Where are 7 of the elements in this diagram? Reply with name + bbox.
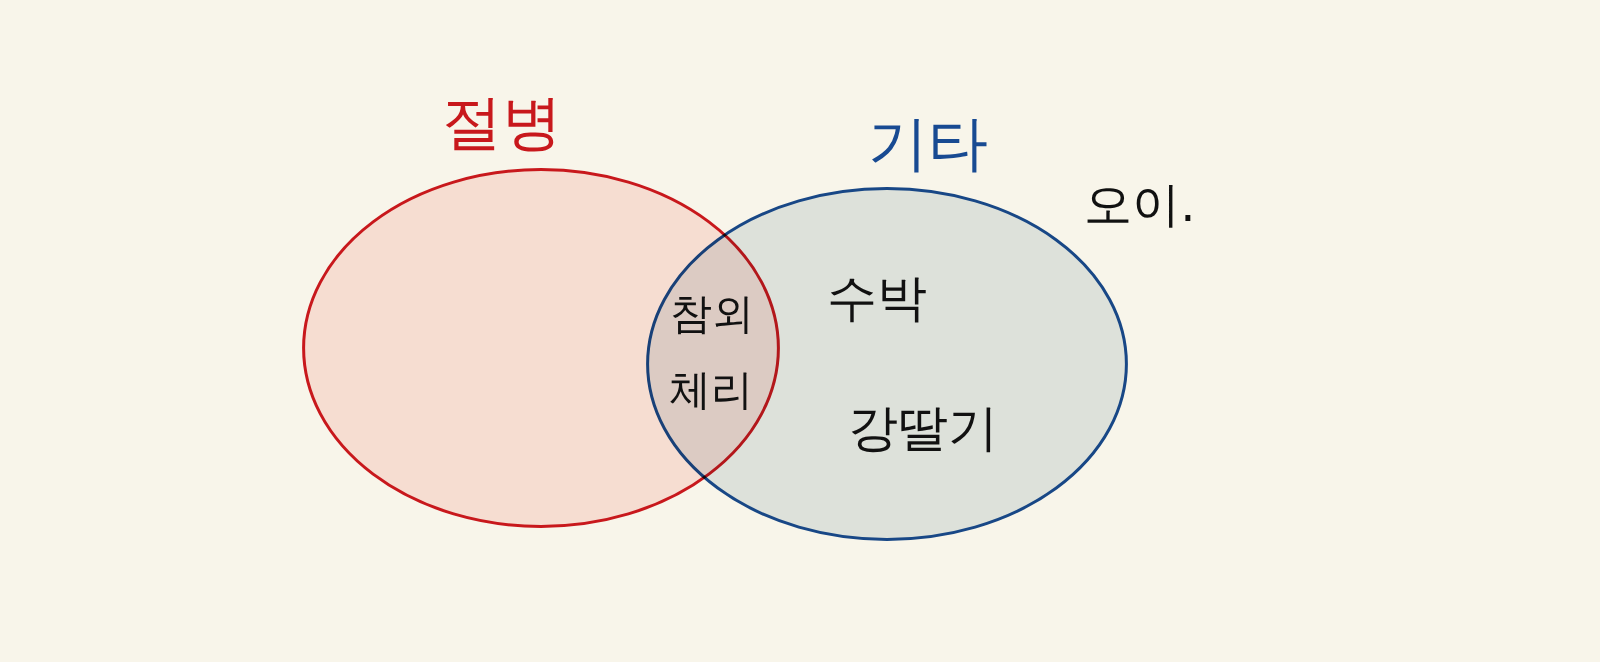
item-label: 오이. [1084,180,1196,228]
item-label: 수박 [827,273,927,323]
item-label: 체리 [669,369,753,411]
item-label: 강딸기 [848,403,998,453]
item-label: 참외 [670,293,754,335]
set-title: 절병 [442,92,562,152]
set-title: 기타 [868,113,988,173]
